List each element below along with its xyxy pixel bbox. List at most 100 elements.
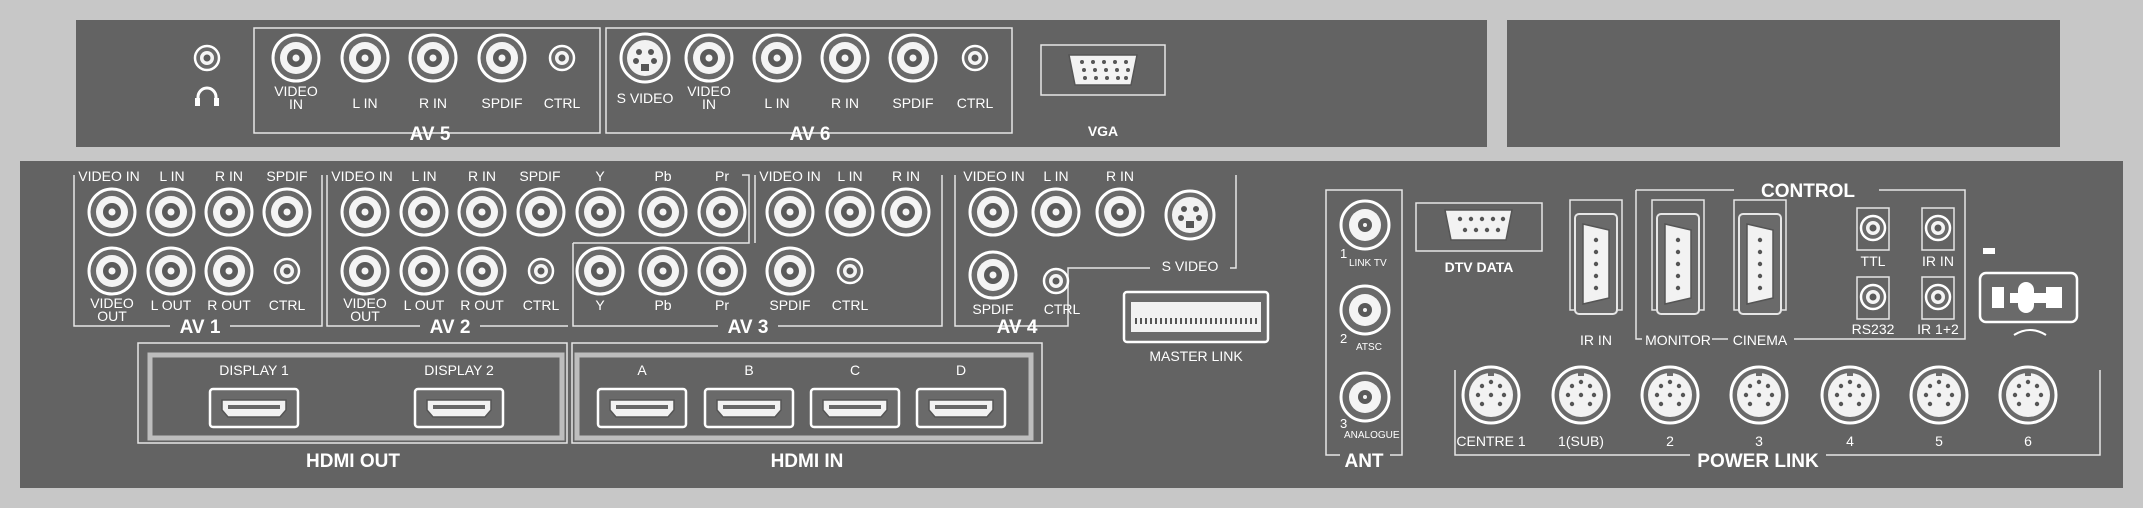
av2-l-in-jack[interactable] bbox=[399, 187, 449, 237]
av5-spdif-jack[interactable] bbox=[477, 33, 527, 83]
vga-port[interactable] bbox=[1040, 44, 1166, 96]
av4-ctrl-jack[interactable] bbox=[1042, 267, 1070, 295]
av2-y-jack[interactable] bbox=[575, 187, 625, 237]
av6-label-spdif: SPDIF bbox=[892, 95, 933, 111]
av5-l-in-jack[interactable] bbox=[340, 33, 390, 83]
master-link-port[interactable] bbox=[1122, 290, 1270, 344]
av6-l-in-jack[interactable] bbox=[752, 33, 802, 83]
control-monitor-port[interactable] bbox=[1656, 213, 1700, 315]
power-indicator-led bbox=[1983, 248, 1995, 254]
hdmi-in-a-port[interactable] bbox=[596, 387, 688, 429]
hdmi-in-d-port[interactable] bbox=[915, 387, 1007, 429]
control-ttl-jack[interactable] bbox=[1859, 214, 1887, 242]
av6-s-video-jack[interactable] bbox=[619, 32, 671, 84]
av4-video-in-jack[interactable] bbox=[968, 187, 1018, 237]
av2-pb-jack[interactable] bbox=[638, 187, 688, 237]
power-link-4-jack[interactable] bbox=[1820, 365, 1880, 425]
av1-r-out-jack[interactable] bbox=[204, 246, 254, 296]
av5-label-video: VIDEO bbox=[274, 83, 318, 99]
av2-label-spdif: SPDIF bbox=[519, 168, 560, 184]
power-link-label-2: 2 bbox=[1666, 433, 1674, 449]
av1-ctrl-jack[interactable] bbox=[273, 257, 301, 285]
av1-spdif-jack[interactable] bbox=[262, 187, 312, 237]
av5-ctrl-jack[interactable] bbox=[548, 44, 576, 72]
av3-video-in-jack[interactable] bbox=[765, 187, 815, 237]
power-link-label-1-sub: 1(SUB) bbox=[1558, 433, 1604, 449]
av6-video-in-jack[interactable] bbox=[684, 33, 734, 83]
hdmi-out-display-2-port[interactable] bbox=[413, 387, 505, 429]
upper-right-panel bbox=[1507, 20, 2060, 147]
av6-title: AV 6 bbox=[790, 124, 831, 145]
control-label-rs232: RS232 bbox=[1852, 321, 1895, 337]
av1-l-out-jack[interactable] bbox=[146, 246, 196, 296]
control-cinema-port[interactable] bbox=[1738, 213, 1782, 315]
av2-spdif-jack[interactable] bbox=[516, 187, 566, 237]
av3-label-pr: Pr bbox=[715, 297, 729, 313]
av3-spdif-jack[interactable] bbox=[765, 246, 815, 296]
power-inlet[interactable] bbox=[1978, 271, 2079, 324]
control-ir-in-port[interactable] bbox=[1574, 213, 1618, 315]
av1-video-out-jack[interactable] bbox=[87, 246, 137, 296]
av2-l-out-jack[interactable] bbox=[399, 246, 449, 296]
av6-label-in: IN bbox=[702, 96, 716, 112]
av1-l-in-jack[interactable] bbox=[146, 187, 196, 237]
av3-pr-jack[interactable] bbox=[697, 246, 747, 296]
av1-r-in-jack[interactable] bbox=[204, 187, 254, 237]
ant-1-link-tv-jack[interactable] bbox=[1339, 199, 1391, 251]
av3-title: AV 3 bbox=[728, 317, 769, 338]
ant-3-sub: ANALOGUE bbox=[1344, 430, 1400, 441]
av3-ctrl-jack[interactable] bbox=[836, 257, 864, 285]
power-ac-icon bbox=[2013, 329, 2047, 336]
av2-pr-jack[interactable] bbox=[697, 187, 747, 237]
power-link-3-jack[interactable] bbox=[1729, 365, 1789, 425]
av2-label-l-in: L IN bbox=[411, 168, 436, 184]
av5-r-in-jack[interactable] bbox=[408, 33, 458, 83]
av3-l-in-jack[interactable] bbox=[825, 187, 875, 237]
av4-spdif-jack[interactable] bbox=[968, 250, 1018, 300]
av3-pb-jack[interactable] bbox=[638, 246, 688, 296]
power-link-centre-1-jack[interactable] bbox=[1461, 365, 1521, 425]
control-rs232-jack[interactable] bbox=[1859, 283, 1887, 311]
av2-label-y: Y bbox=[595, 168, 605, 184]
av6-spdif-jack[interactable] bbox=[888, 33, 938, 83]
dtv-data-port[interactable] bbox=[1415, 202, 1543, 252]
av6-ctrl-jack[interactable] bbox=[961, 44, 989, 72]
hdmi-in-label-b: B bbox=[744, 362, 753, 378]
av5-frame bbox=[253, 27, 601, 134]
power-link-6-jack[interactable] bbox=[1998, 365, 2058, 425]
av2-video-in-jack[interactable] bbox=[340, 187, 390, 237]
control-ir-12-jack[interactable] bbox=[1924, 283, 1952, 311]
av2-video-out-jack[interactable] bbox=[340, 246, 390, 296]
power-link-label-centre-1: CENTRE 1 bbox=[1456, 433, 1525, 449]
av4-s-video-jack[interactable] bbox=[1164, 189, 1216, 241]
hdmi-in-group: A B C D HDMI IN bbox=[571, 342, 1043, 474]
ant-1-sub: LINK TV bbox=[1349, 258, 1387, 269]
hdmi-out-display-1-port[interactable] bbox=[208, 387, 300, 429]
av5-video-in-jack[interactable] bbox=[271, 33, 321, 83]
av2-label-video: VIDEO bbox=[343, 295, 387, 311]
av3-y-jack[interactable] bbox=[575, 246, 625, 296]
av2-label-r-in: R IN bbox=[468, 168, 496, 184]
hdmi-in-b-port[interactable] bbox=[703, 387, 795, 429]
ant-2-atsc-jack[interactable] bbox=[1339, 284, 1391, 336]
av6-r-in-jack[interactable] bbox=[820, 33, 870, 83]
av3-r-in-jack[interactable] bbox=[881, 187, 931, 237]
ant-3-analogue-jack[interactable] bbox=[1339, 371, 1391, 423]
power-link-5-jack[interactable] bbox=[1909, 365, 1969, 425]
power-link-2-jack[interactable] bbox=[1640, 365, 1700, 425]
av1-video-in-jack[interactable] bbox=[87, 187, 137, 237]
av4-r-in-jack[interactable] bbox=[1095, 187, 1145, 237]
av4-l-in-jack[interactable] bbox=[1031, 187, 1081, 237]
av5-label-ctrl: CTRL bbox=[544, 95, 581, 111]
av2-r-out-jack[interactable] bbox=[457, 246, 507, 296]
power-link-label-5: 5 bbox=[1935, 433, 1943, 449]
hdmi-in-label-a: A bbox=[637, 362, 647, 378]
control-label-ir-12: IR 1+2 bbox=[1917, 321, 1959, 337]
hdmi-in-c-port[interactable] bbox=[809, 387, 901, 429]
power-link-1-sub-jack[interactable] bbox=[1551, 365, 1611, 425]
headphone-jack[interactable] bbox=[193, 44, 221, 72]
av2-ctrl-jack[interactable] bbox=[527, 257, 555, 285]
av2-r-in-jack[interactable] bbox=[457, 187, 507, 237]
ant-title: ANT bbox=[1344, 451, 1383, 472]
control-ir-in-2-jack[interactable] bbox=[1924, 214, 1952, 242]
